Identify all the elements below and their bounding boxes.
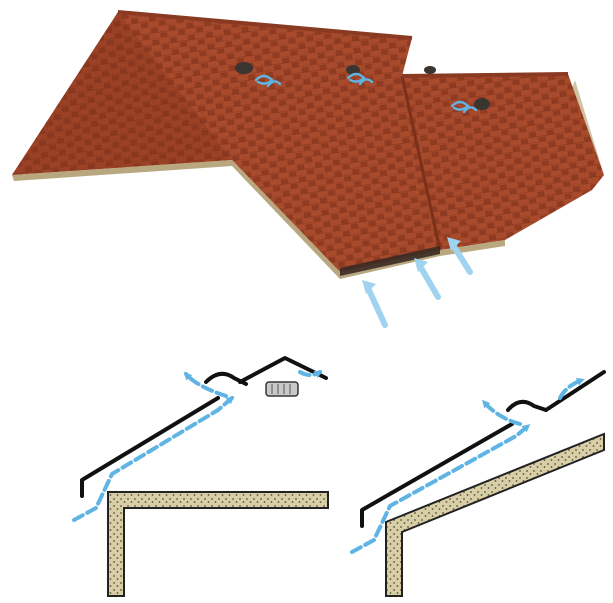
insulated-vaulted-ceiling [386,434,604,596]
airflow-arrow-icon [300,372,320,375]
roof-deck-upper [546,372,604,410]
ridge-vent-icon [508,402,546,410]
dormer-ridge [402,74,568,76]
cross-section-left [74,358,328,596]
roof-deck-upper [240,358,326,382]
insulated-ceiling [108,492,328,596]
roof-vent-icon [424,66,436,74]
airflow-arrow-icon [414,258,438,297]
roof-vent-icon [235,62,253,74]
airflow-arrow-icon [186,374,226,396]
roof-deck-line [82,398,218,496]
roof-vent-icon [266,382,298,396]
cross-section-right [352,372,604,596]
roof-illustration [12,12,604,325]
airflow-arrow-icon [362,280,385,325]
roof-vent-icon [474,98,490,110]
